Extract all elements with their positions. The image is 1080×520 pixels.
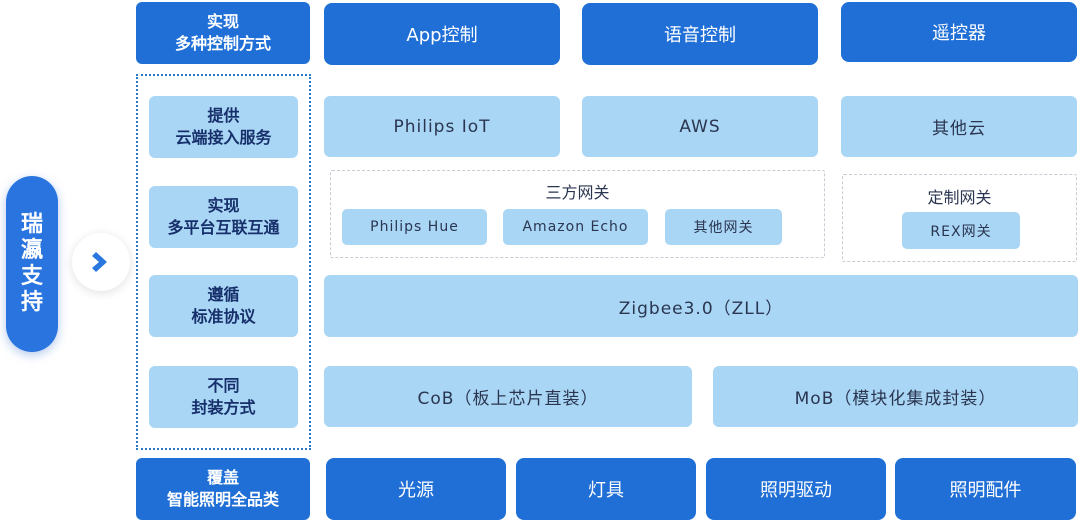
box-rex-gateway: REX网关 — [902, 212, 1020, 249]
box-text: 照明驱动 — [760, 480, 832, 501]
label-line: 多平台互联互通 — [167, 218, 280, 237]
box-other-gateway: 其他网关 — [665, 209, 782, 245]
label-line: 覆盖 — [206, 468, 239, 487]
label-line: 不同 — [207, 376, 240, 395]
box-text: Amazon Echo — [522, 219, 629, 235]
label-protocol: 遵循 标准协议 — [149, 275, 298, 337]
box-text: AWS — [679, 116, 721, 137]
support-side-pill: 瑞 瀛 支 持 — [6, 176, 58, 352]
box-lighting-driver: 照明驱动 — [706, 458, 886, 520]
label-line: 遵循 — [207, 285, 240, 304]
box-philips-iot: Philips IoT — [324, 96, 560, 157]
label-line: 云端接入服务 — [175, 128, 272, 147]
box-app-control: App控制 — [324, 3, 560, 65]
box-text: Philips Hue — [370, 219, 459, 235]
custom-gateway-group: 定制网关 REX网关 — [842, 174, 1077, 262]
chevron-right-icon — [92, 252, 107, 272]
label-cloud: 提供 云端接入服务 — [149, 96, 298, 158]
label-line: 智能照明全品类 — [166, 490, 279, 509]
third-party-gateway-group: 三方网关 Philips Hue Amazon Echo 其他网关 — [330, 170, 825, 258]
box-fixtures: 灯具 — [516, 458, 696, 520]
box-text: CoB（板上芯片直装） — [417, 389, 599, 409]
label-line: 多种控制方式 — [174, 34, 271, 53]
box-text: REX网关 — [930, 223, 992, 240]
label-packaging: 不同 封装方式 — [149, 366, 298, 428]
label-line: 提供 — [207, 106, 240, 125]
box-text: 灯具 — [588, 480, 624, 501]
box-other-cloud: 其他云 — [841, 96, 1077, 157]
box-text: 其他云 — [932, 119, 986, 139]
box-voice-control: 语音控制 — [582, 3, 818, 65]
box-text: MoB（模块化集成封装） — [794, 389, 997, 409]
label-line: 实现 — [206, 12, 239, 31]
box-amazon-echo: Amazon Echo — [503, 209, 648, 245]
middle-labels-frame — [136, 74, 311, 450]
label-line: 实现 — [207, 196, 240, 215]
third-party-gateway-title: 三方网关 — [545, 183, 610, 202]
label-control: 实现 多种控制方式 — [136, 2, 310, 64]
box-lighting-accessories: 照明配件 — [895, 458, 1076, 520]
box-light-source: 光源 — [326, 458, 506, 520]
box-text: 语音控制 — [664, 25, 736, 46]
box-text: App控制 — [406, 25, 478, 46]
box-text: 照明配件 — [949, 480, 1022, 501]
box-text: Zigbee3.0（ZLL） — [618, 298, 784, 319]
box-text: 光源 — [398, 480, 434, 501]
box-aws: AWS — [582, 96, 818, 157]
box-zigbee: Zigbee3.0（ZLL） — [324, 275, 1078, 337]
side-char: 瀛 — [20, 238, 43, 263]
box-mob: MoB（模块化集成封装） — [713, 366, 1078, 427]
side-char: 持 — [20, 290, 43, 315]
label-interop: 实现 多平台互联互通 — [149, 186, 298, 248]
label-line: 标准协议 — [191, 307, 256, 326]
box-text: 遥控器 — [932, 23, 986, 44]
box-remote-control: 遥控器 — [841, 2, 1077, 62]
side-char: 支 — [20, 264, 43, 289]
box-text: Philips IoT — [393, 116, 491, 137]
custom-gateway-title: 定制网关 — [927, 188, 992, 207]
box-philips-hue: Philips Hue — [342, 209, 487, 245]
label-line: 封装方式 — [191, 398, 256, 417]
side-char: 瑞 — [20, 212, 43, 237]
arrow-circle — [72, 233, 130, 291]
label-categories: 覆盖 智能照明全品类 — [136, 458, 310, 520]
box-text: 其他网关 — [693, 220, 754, 236]
box-cob: CoB（板上芯片直装） — [324, 366, 692, 427]
